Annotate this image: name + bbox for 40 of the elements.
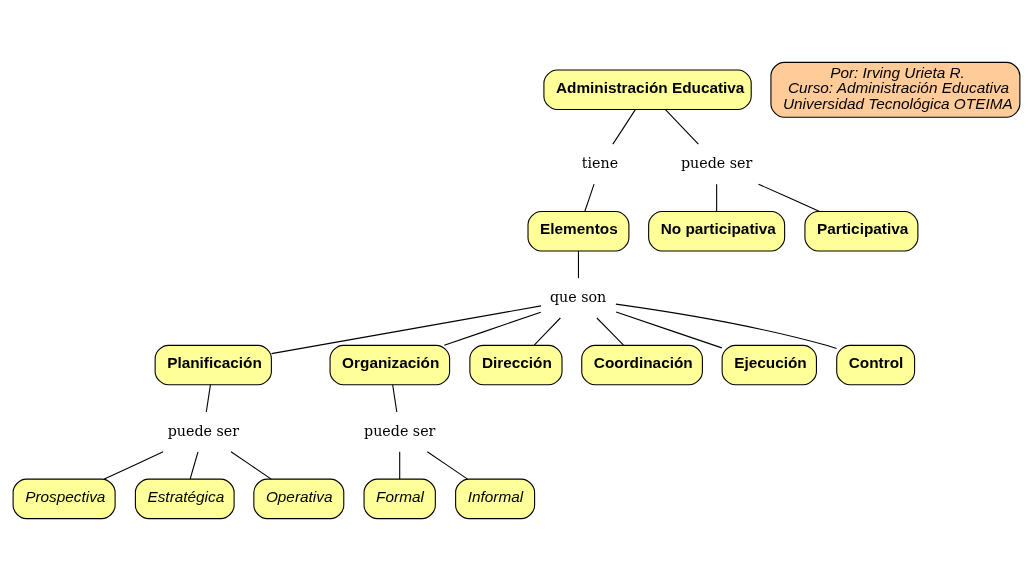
connector	[577, 250, 579, 279]
connector	[533, 317, 561, 346]
connector	[205, 384, 211, 413]
node-box: Formal	[363, 478, 436, 520]
node-box: Estratégica	[134, 478, 235, 520]
connector	[426, 451, 469, 480]
connector	[596, 317, 625, 346]
node-box: Informal	[455, 478, 536, 520]
node-text: puede ser	[681, 155, 753, 172]
node-box: Planificación	[154, 344, 272, 386]
node-text: puede ser	[167, 422, 240, 439]
connector	[103, 451, 164, 480]
connector	[230, 451, 272, 480]
connector	[399, 451, 401, 480]
node-box: Prospectiva	[12, 478, 116, 520]
node-text: puede ser	[364, 422, 436, 439]
node-box: Por: Irving Urieta R. Curso: Administración Educativa Universidad Tecnológica OTEIMA	[770, 61, 1021, 118]
node-box: No participativa	[648, 211, 786, 252]
node-box: Coordinación	[581, 344, 703, 386]
node-box: Participativa	[804, 211, 919, 252]
connector	[270, 305, 542, 355]
connector	[615, 311, 723, 349]
node-box: Administración Educativa	[543, 69, 752, 111]
node-box: Elementos	[527, 211, 630, 252]
node-text: tiene	[581, 155, 619, 172]
connector	[615, 303, 838, 350]
node-box: Dirección	[469, 344, 563, 386]
connector	[612, 109, 636, 145]
node-box: Control	[836, 344, 916, 386]
node-box: Operativa	[253, 478, 345, 520]
connector	[757, 183, 821, 213]
connector	[584, 183, 595, 212]
connector	[392, 384, 398, 413]
connector	[189, 451, 199, 480]
connector	[443, 311, 542, 346]
connector	[665, 109, 699, 145]
node-box: Ejecución	[721, 344, 817, 386]
node-box: Organización	[329, 344, 451, 386]
connector	[716, 183, 718, 212]
node-text: que son	[549, 288, 607, 305]
